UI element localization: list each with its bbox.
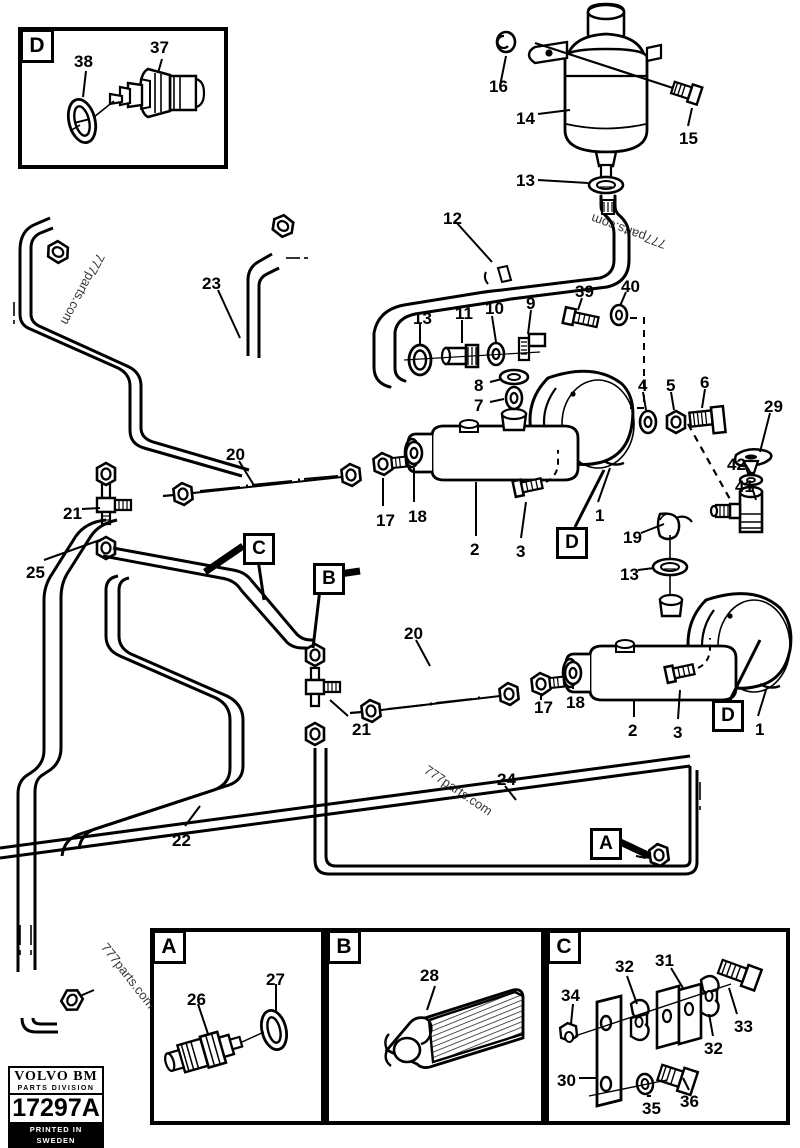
- pipe-25-22: [16, 518, 118, 1034]
- panel-d-artwork: [66, 58, 206, 144]
- part-label-41: 41: [735, 477, 754, 496]
- part-label-9: 9: [526, 294, 536, 313]
- panel-a-label-26: 26: [187, 990, 206, 1009]
- brand-division: PARTS DIVISION: [8, 1085, 104, 1093]
- panel-c-label-35: 35: [642, 1099, 661, 1118]
- callout-b-left[interactable]: B: [313, 563, 345, 595]
- boot-19-seal-13: [651, 512, 693, 600]
- hose-12: [372, 194, 631, 389]
- panel-b-artwork: [384, 985, 525, 1069]
- part-label-21a: 21: [63, 504, 82, 523]
- part-label-17b: 17: [534, 698, 553, 717]
- detail-panel-c: C: [545, 928, 790, 1125]
- pipe-22-loop: [60, 574, 245, 857]
- callout-a-lower[interactable]: A: [590, 828, 622, 860]
- detail-panel-d: D: [18, 27, 228, 169]
- part-label-15: 15: [679, 129, 698, 148]
- panel-c-artwork: [558, 958, 764, 1108]
- part-label-4: 4: [638, 376, 648, 395]
- panel-c-label-33: 33: [734, 1017, 753, 1036]
- brand-name: VOLVO BM: [8, 1066, 104, 1085]
- part-label-22: 22: [172, 831, 191, 850]
- pipe-24: [0, 748, 701, 876]
- part-label-13c: 13: [620, 565, 639, 584]
- callout-d-upper[interactable]: D: [556, 527, 588, 559]
- part-label-18a: 18: [408, 507, 427, 526]
- master-cylinder-upper: [95, 303, 737, 561]
- panel-b-label-28: 28: [420, 966, 439, 985]
- panel-tag-c: C: [547, 930, 581, 964]
- part-label-20b: 20: [404, 624, 423, 643]
- part-label-10: 10: [485, 299, 504, 318]
- detail-panel-a: A: [150, 928, 325, 1125]
- panel-tag-d: D: [20, 29, 54, 63]
- panel-d-label-37: 37: [150, 38, 169, 57]
- part-label-29: 29: [764, 397, 783, 416]
- plate-number: 17297A: [8, 1093, 104, 1124]
- part-label-7: 7: [474, 396, 484, 415]
- panel-tag-a: A: [152, 930, 186, 964]
- valve-group-29-41-42: [709, 447, 773, 534]
- part-label-14: 14: [516, 109, 535, 128]
- part-label-16: 16: [489, 77, 508, 96]
- part-label-21b: 21: [352, 720, 371, 739]
- part-label-25: 25: [26, 563, 45, 582]
- part-label-13b: 13: [413, 309, 432, 328]
- part-label-3b: 3: [673, 723, 683, 742]
- part-label-2a: 2: [470, 540, 480, 559]
- part-label-18b: 18: [566, 693, 585, 712]
- part-leaders: [43, 55, 771, 827]
- part-label-11: 11: [455, 304, 473, 323]
- panel-a-artwork: [164, 984, 289, 1074]
- part-label-1a: 1: [595, 506, 605, 525]
- part-label-17a: 17: [376, 511, 395, 530]
- part-label-42: 42: [727, 455, 746, 474]
- part-label-3a: 3: [516, 542, 526, 561]
- part-label-1b: 1: [755, 720, 765, 739]
- panel-c-label-32b: 32: [704, 1039, 723, 1058]
- part-label-20a: 20: [226, 445, 245, 464]
- reservoir-assembly-14: [495, 2, 704, 195]
- panel-c-label-36: 36: [680, 1092, 699, 1111]
- part-label-5: 5: [666, 376, 676, 395]
- part-label-23: 23: [202, 274, 221, 293]
- detail-panel-b: B 28: [325, 928, 545, 1125]
- panel-c-label-31: 31: [655, 951, 674, 970]
- pipe-22-route: [102, 546, 315, 650]
- panel-tag-b: B: [327, 930, 361, 964]
- panel-d-label-38: 38: [74, 52, 93, 71]
- part-label-13a: 13: [516, 171, 535, 190]
- panel-c-label-34: 34: [561, 986, 580, 1005]
- part-label-2b: 2: [628, 721, 638, 740]
- callout-c-left[interactable]: C: [243, 533, 275, 565]
- pipe-23: [13, 210, 308, 478]
- part-label-12: 12: [443, 209, 462, 228]
- volvo-bm-logo-block: VOLVO BM PARTS DIVISION 17297A PRINTED I…: [8, 1066, 104, 1148]
- panel-a-label-27: 27: [266, 970, 285, 989]
- printed-in-sweden: PRINTED IN SWEDEN: [8, 1124, 104, 1148]
- panel-c-label-32a: 32: [615, 957, 634, 976]
- panel-c-label-30: 30: [557, 1071, 576, 1090]
- part-label-6: 6: [700, 373, 710, 392]
- part-label-19: 19: [623, 528, 642, 547]
- part-label-39: 39: [575, 282, 594, 301]
- part-label-8: 8: [474, 376, 484, 395]
- part-label-40: 40: [621, 277, 640, 296]
- part-label-24: 24: [497, 770, 516, 789]
- callout-d-lower[interactable]: D: [712, 700, 744, 732]
